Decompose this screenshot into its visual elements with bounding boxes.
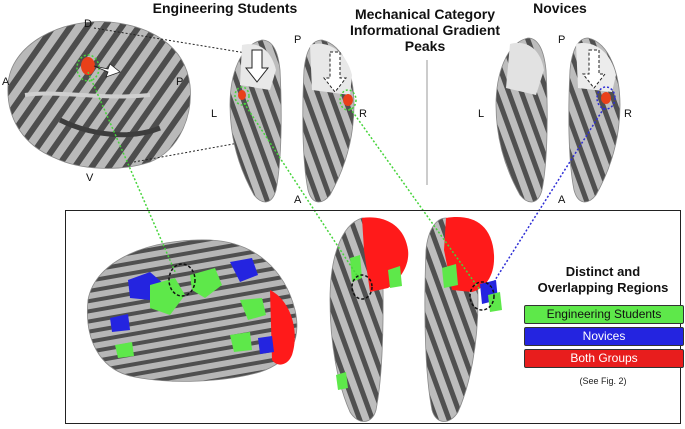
legend-item-novices: Novices xyxy=(524,327,684,346)
engineering-link-left xyxy=(243,102,361,281)
posterior-label-eng: P xyxy=(294,34,302,46)
legend-title: Distinct and Overlapping Regions xyxy=(524,264,682,296)
engineering-link-lateral xyxy=(87,71,177,275)
posterior-label-nov: P xyxy=(558,34,566,46)
engineering-ventral-brains xyxy=(229,39,357,203)
legend-item-engineering: Engineering Students xyxy=(524,305,684,324)
right-label-nov: R xyxy=(624,108,632,120)
right-label-eng: R xyxy=(359,108,367,120)
peak-marker-lateral xyxy=(81,57,95,75)
legend-title-line-1: Distinct and xyxy=(565,264,641,279)
ventral-label: V xyxy=(86,172,94,184)
posterior-label-lateral: P xyxy=(176,76,184,88)
center-title: Mechanical Category Informational Gradie… xyxy=(335,6,515,54)
anterior-label-eng: A xyxy=(294,194,302,206)
anterior-label-lateral: A xyxy=(2,76,10,88)
dorsal-label: D xyxy=(84,18,92,30)
novice-link xyxy=(489,107,605,289)
lateral-brain-bottom xyxy=(87,239,298,382)
center-title-line-3: Peaks xyxy=(404,38,446,54)
center-title-line-1: Mechanical Category xyxy=(354,6,496,22)
anterior-label-nov: A xyxy=(558,194,566,206)
figure-reference-note: (See Fig. 2) xyxy=(579,376,627,386)
left-label-nov: L xyxy=(478,108,485,120)
novices-title: Novices xyxy=(533,0,587,16)
legend-item-both: Both Groups xyxy=(524,349,684,368)
left-label-eng: L xyxy=(211,108,218,120)
engineering-link-right xyxy=(349,107,481,291)
lateral-brain-top xyxy=(7,21,191,169)
legend-title-line-2: Overlapping Regions xyxy=(537,280,669,295)
center-title-line-2: Informational Gradient xyxy=(349,22,501,38)
gradient-arrow-icon xyxy=(93,63,121,78)
novice-ventral-brains xyxy=(495,37,621,203)
engineering-title: Engineering Students xyxy=(152,0,298,16)
